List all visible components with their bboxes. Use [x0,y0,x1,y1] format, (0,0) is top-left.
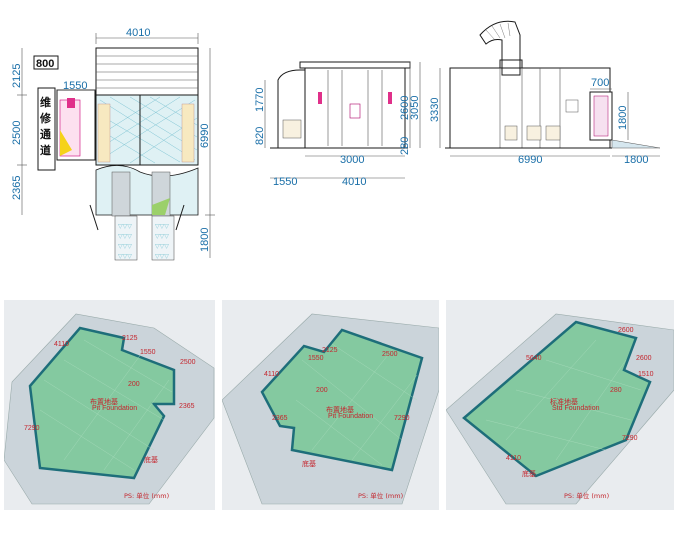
p3-dim-e: 4110 [506,455,521,462]
p3-floor: 底基 [522,469,536,478]
p1-center-en: Pit Foundation [92,405,137,412]
side-bottom-right: 1800 [624,154,648,166]
door-width-label: 800 [36,58,54,70]
cad-drawings: 4010 [11,20,661,261]
p1-center-cn: 布置地基 [90,397,118,406]
svg-text:▽▽▽: ▽▽▽ [118,254,132,260]
p2-dim-b: 1550 [308,355,324,362]
p1-dim-e: 2365 [179,403,195,410]
p2-dim-c: 2125 [322,347,338,354]
svg-text:▽▽▽: ▽▽▽ [155,234,169,240]
p2-center-cn: 布置地基 [326,405,354,414]
p3-dim-c: 2600 [636,355,652,362]
front-left-vert-1: 820 [254,127,266,145]
p3-center-cn: 标准地基 [550,397,578,406]
p1-dim-b: 2125 [122,335,138,342]
plan-width-label: 4010 [126,27,150,39]
svg-text:▽▽▽: ▽▽▽ [118,244,132,250]
p2-dim-a: 4110 [264,371,279,378]
front-width-inner: 3000 [340,154,364,166]
front-left-vert-2: 1770 [254,88,266,112]
p2-dim-e: 2365 [272,415,288,422]
front-left-bottom: 1550 [273,176,297,188]
p1-dim-g: 200 [128,381,140,388]
p2-dim-f: 7290 [394,415,410,422]
right-bottom-label: 1800 [199,228,211,252]
front-width-total: 4010 [342,176,366,188]
maint-char-4: 道 [40,143,51,157]
maint-char-2: 修 [39,111,52,125]
left-dim-1: 2125 [11,64,23,88]
iso-panel-3: 2600 5640 2600 1510 4110 7290 280 标准地基 S… [446,300,674,510]
svg-text:▽▽▽: ▽▽▽ [118,224,132,230]
front-right-vert-1: 2600 [399,96,411,120]
right-total-label: 6990 [199,124,211,148]
p2-floor: 底基 [302,459,316,468]
svg-text:▽▽▽: ▽▽▽ [155,254,169,260]
p3-dim-g: 280 [610,387,622,394]
side-top-box: 700 [591,77,609,89]
iso-panel-2: 4110 1550 2125 2500 2365 7290 200 布置地基 P… [222,300,439,510]
p1-dim-c: 1550 [140,349,156,356]
p2-dim-d: 2500 [382,351,398,358]
p2-center-en: Pit Foundation [328,413,373,420]
side-view: 3330 700 1800 6990 1800 [429,20,661,166]
p3-dim-a: 2600 [618,327,634,334]
side-left-vert: 3330 [429,98,441,122]
iso-panel-1: 4110 2125 1550 2500 2365 7290 200 布置地基 P… [4,300,215,510]
svg-text:▽▽▽: ▽▽▽ [118,234,132,240]
p1-ps: PS: 单位 (mm) [124,491,169,500]
maint-char-3: 通 [40,128,51,141]
svg-text:▽▽▽: ▽▽▽ [155,244,169,250]
maint-char-1: 维 [40,95,51,109]
inner-width-label: 1550 [63,80,87,92]
p2-dim-g: 200 [316,387,328,394]
p3-dim-b: 5640 [526,355,542,362]
side-bottom-main: 6990 [518,154,542,166]
p1-dim-d: 2500 [180,359,196,366]
p1-floor: 底基 [144,455,158,464]
p3-ps: PS: 单位 (mm) [564,491,609,500]
front-right-small: 280 [399,137,411,155]
plan-view: 4010 [11,27,215,261]
p3-dim-d: 1510 [638,371,654,378]
p2-ps: PS: 单位 (mm) [358,491,403,500]
front-right-vert-2: 3050 [409,96,421,120]
p3-center-en: Std Foundation [552,405,600,412]
front-view: 3000 4010 1550 820 1770 2600 3050 280 [254,61,421,188]
p3-dim-f: 7290 [622,435,638,442]
side-right-vert: 1800 [617,106,629,130]
p1-dim-f: 7290 [24,425,40,432]
p1-dim-a: 4110 [54,341,69,348]
svg-text:▽▽▽: ▽▽▽ [155,224,169,230]
left-dim-3: 2365 [11,176,23,200]
left-dim-2: 2500 [11,121,23,145]
